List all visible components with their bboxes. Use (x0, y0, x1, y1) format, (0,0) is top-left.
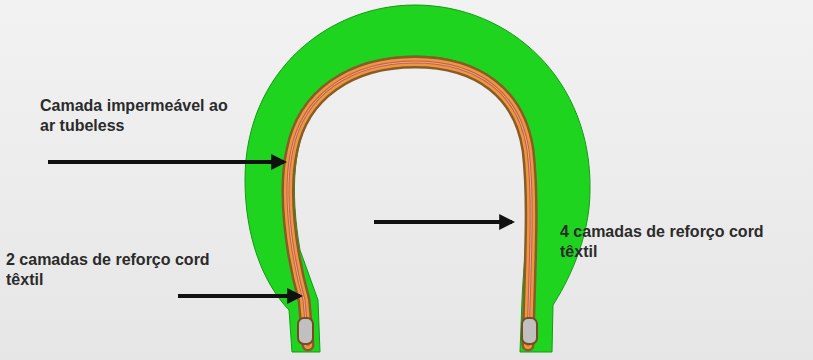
bead-wire (522, 318, 537, 344)
leader-arrow (48, 160, 284, 164)
bead-wire (298, 318, 313, 344)
cord-plies (288, 62, 531, 345)
part-label: Camada impermeável ao ar tubeless (40, 96, 230, 136)
leader-arrow (374, 220, 512, 224)
tire-rubber (245, 5, 590, 352)
part-label: 4 camadas de reforço cord têxtil (560, 222, 775, 262)
part-label: 2 camadas de reforço cord têxtil (6, 250, 221, 290)
leader-arrow (178, 294, 300, 298)
